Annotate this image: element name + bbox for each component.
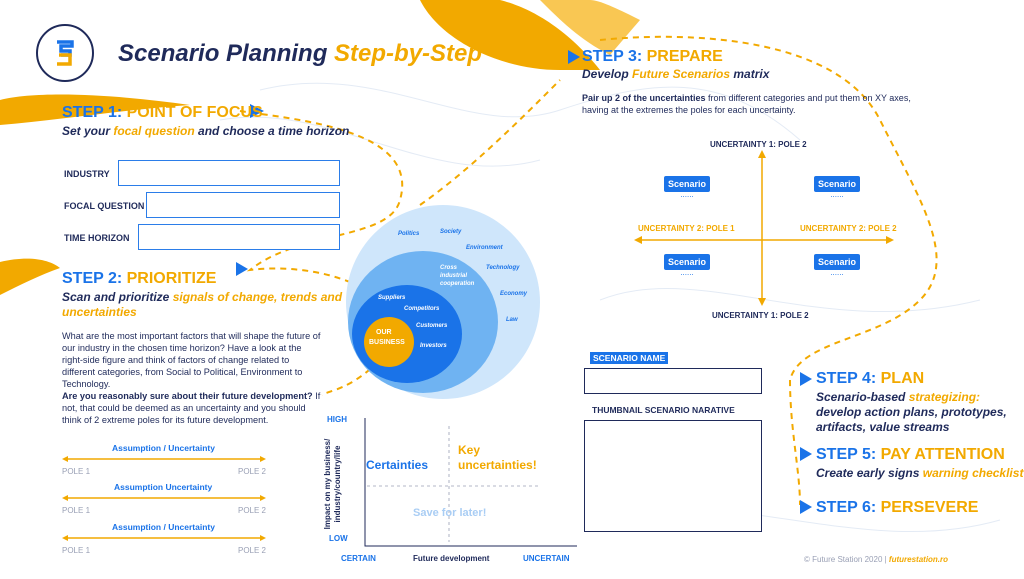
step5-heading: STEP 5: PAY ATTENTION (816, 446, 1005, 463)
step3-heading: STEP 3: PREPARE (582, 48, 723, 65)
time-horizon-input[interactable] (138, 224, 340, 250)
stakeholder-circles: Politics Society Environment Technology … (346, 205, 540, 399)
assumption-row: Assumption / Uncertainty POLE 1 POLE 2 (62, 443, 266, 476)
logo-mark-icon (57, 40, 74, 66)
customers-label: Customers (416, 323, 448, 329)
core-label-1: OUR (376, 329, 392, 336)
save-for-later-quadrant: Save for later! (413, 507, 487, 519)
industry-input[interactable] (118, 160, 340, 186)
pole1-label: POLE 1 (62, 546, 91, 555)
pole2-label: POLE 2 (237, 467, 266, 476)
low-label: LOW (329, 534, 348, 543)
assumption-label: Assumption / Uncertainty (112, 522, 215, 532)
certainties-quadrant: Certainties (366, 458, 429, 472)
step1-subtitle: Set your focal question and choose a tim… (62, 124, 350, 138)
certainty-matrix: HIGH LOW Impact on my business/ industry… (315, 412, 585, 570)
scenario-card[interactable]: Scenario ...... (664, 176, 710, 199)
suppliers-label: Suppliers (378, 295, 406, 301)
focal-question-label: FOCAL QUESTION (64, 201, 145, 211)
uncertain-label: UNCERTAIN (523, 554, 570, 563)
thumbnail-narrative-label: THUMBNAIL SCENARIO NARATIVE (592, 405, 735, 415)
category-law: Law (506, 317, 518, 323)
competitors-label: Competitors (404, 306, 440, 312)
category-economy: Economy (500, 291, 528, 297)
step2-subtitle-line2: uncertainties (62, 305, 137, 319)
footer-site-link[interactable]: futurestation.ro (888, 555, 949, 564)
step4-line2: develop action plans, prototypes, (816, 405, 1007, 419)
high-label: HIGH (327, 415, 347, 424)
investors-label: Investors (420, 343, 447, 349)
step2-paragraph-2: Are you reasonably sure about their futu… (62, 391, 321, 425)
y-axis-label: Impact on my business/ industry/country/… (323, 438, 342, 530)
time-horizon-label: TIME HORIZON (64, 233, 130, 243)
title-accent: Step-by-Step (334, 40, 483, 67)
category-environment: Environment (466, 245, 503, 251)
step4-line1: Scenario-based strategizing: (816, 390, 981, 404)
pole1-label: POLE 1 (62, 506, 91, 515)
uncertainty1-bottom-label: UNCERTAINTY 1: POLE 2 (712, 311, 809, 320)
pole1-label: POLE 1 (62, 467, 91, 476)
category-society: Society (440, 229, 462, 235)
pole2-label: POLE 2 (237, 546, 266, 555)
scenario-name-input[interactable] (584, 368, 762, 394)
step6-heading: STEP 6: PERSEVERE (816, 499, 979, 516)
step5-subtitle: Create early signs warning checklist (816, 466, 1024, 480)
scenario-card[interactable]: Scenario ...... (814, 254, 860, 277)
scenario-card[interactable]: Scenario ...... (664, 254, 710, 277)
brand-logo (36, 24, 94, 82)
step3-subtitle: Develop Future Scenarios matrix (582, 67, 770, 81)
cross-label: Cross (440, 265, 458, 271)
category-politics: Politics (398, 231, 420, 237)
uncertainty2-right-label: UNCERTAINTY 2: POLE 2 (800, 224, 897, 233)
x-axis-label: Future development (413, 554, 490, 563)
category-technology: Technology (486, 265, 520, 271)
step1-heading: STEP 1: POINT OF FOCUS (62, 104, 263, 121)
step2-heading: STEP 2: PRIORITIZE (62, 270, 217, 287)
cooperation-label: cooperation (440, 281, 475, 287)
pole2-label: POLE 2 (237, 506, 266, 515)
focal-question-input[interactable] (146, 192, 340, 218)
industry-label: INDUSTRY (64, 169, 110, 179)
step3-instructions: Pair up 2 of the uncertainties from diff… (582, 93, 911, 115)
step4-line3: artifacts, value streams (816, 420, 950, 434)
certain-label: CERTAIN (341, 554, 376, 563)
page-title: Scenario Planning Step-by-Step (118, 40, 482, 68)
step2-paragraph-1: What are the most important factors that… (62, 331, 321, 389)
scenario-matrix: UNCERTAINTY 1: POLE 2 UNCERTAINTY 1: POL… (634, 136, 897, 326)
uncertainty1-top-label: UNCERTAINTY 1: POLE 2 (710, 140, 807, 149)
scenario-name-label: SCENARIO NAME (590, 352, 669, 364)
footer-credit: © Future Station 2020 | futurestation.ro (804, 555, 949, 564)
step4-heading: STEP 4: PLAN (816, 370, 925, 387)
scenario-card[interactable]: Scenario ...... (814, 176, 860, 199)
key-uncertainties-quadrant: Key uncertainties! (458, 443, 537, 472)
step2-subtitle: Scan and prioritize signals of change, t… (62, 290, 343, 304)
core-circle (364, 317, 414, 367)
assumption-row: Assumption / Uncertainty POLE 1 POLE 2 (62, 522, 266, 555)
assumption-label: Assumption / Uncertainty (112, 443, 215, 453)
core-label-2: BUSINESS (369, 339, 405, 346)
uncertainty2-left-label: UNCERTAINTY 2: POLE 1 (638, 224, 735, 233)
thumbnail-narrative-input[interactable] (584, 420, 762, 532)
assumption-row: Assumption Uncertainty POLE 1 POLE 2 (62, 482, 266, 515)
industrial-label: industrial (440, 273, 468, 279)
assumption-label: Assumption Uncertainty (114, 482, 213, 492)
title-main: Scenario Planning (118, 40, 335, 67)
